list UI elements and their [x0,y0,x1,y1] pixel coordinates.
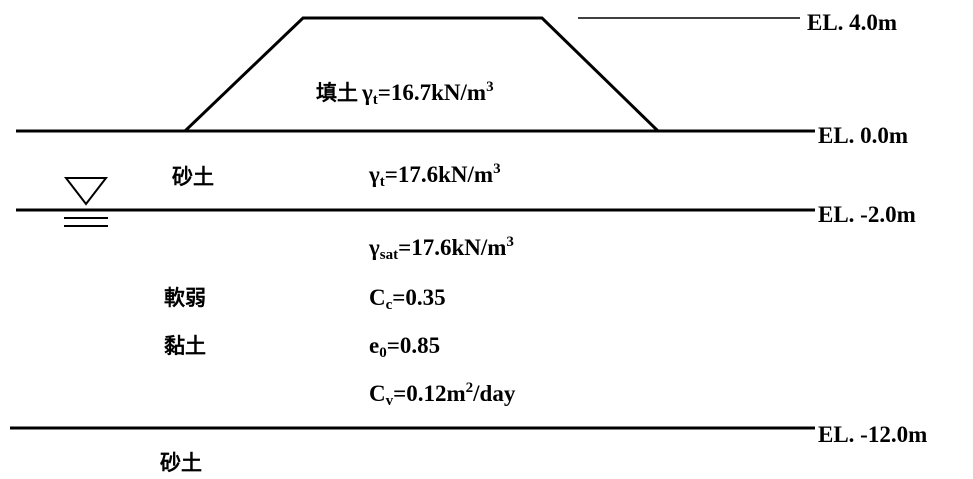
elevation-label-ground: EL. 0.0m [818,123,908,148]
water-table-triangle-icon [63,177,109,227]
elevation-label-bottom: EL. -12.0m [818,422,927,447]
clay-void-ratio: e0=0.85 [369,333,440,361]
embankment-outline [183,16,660,133]
clay-saturated-unit-weight: γsat=17.6kN/m3 [368,234,514,263]
clay-consolidation-coefficient: Cv=0.12m2/day [369,380,516,409]
elevation-label-top: EL. 4.0m [807,10,897,35]
fill-unit-weight: γt=16.7kN/m3 [361,79,494,108]
upper-sand-name: 砂土 [172,165,214,189]
clay-name-line1: 軟弱 [164,286,206,310]
clay-compression-index: Cc=0.35 [369,285,446,313]
upper-sand-unit-weight: γt=17.6kN/m3 [368,161,501,190]
elevation-label-water: EL. -2.0m [818,202,916,227]
clay-name-line2: 黏土 [164,334,206,358]
fill-name: 填土 [316,81,358,105]
lower-sand-name: 砂土 [160,451,202,475]
